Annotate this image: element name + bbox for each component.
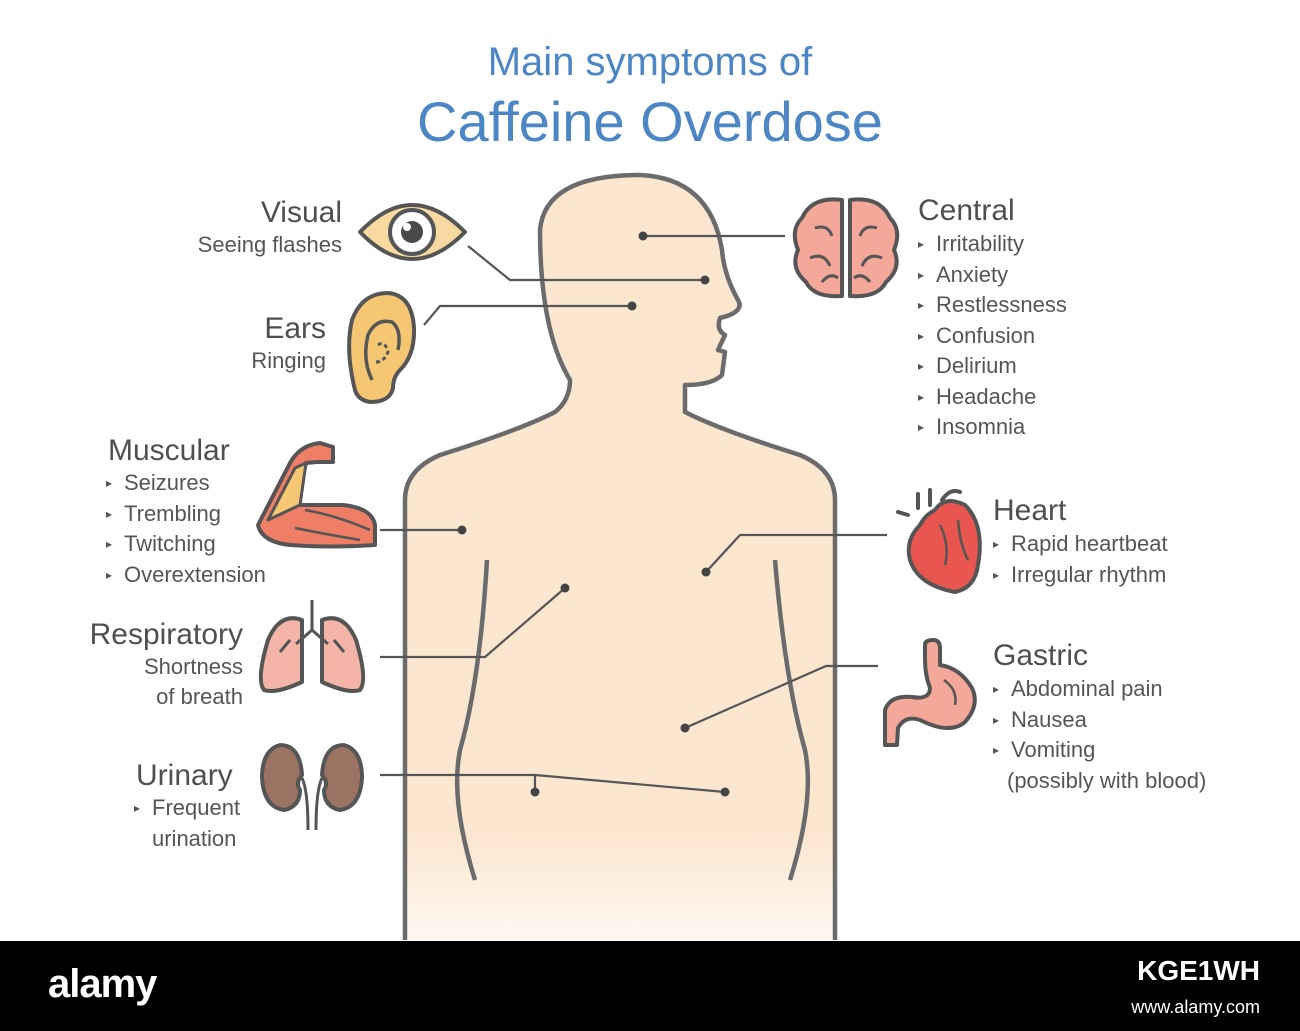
muscular-list: ▸Seizures ▸Trembling ▸Twitching ▸Overext… [106,468,266,590]
silhouette-outline [402,172,838,940]
lungs-icon [258,600,366,693]
ear-icon [347,291,417,404]
list-item: ▸Confusion [918,322,1036,348]
respiratory-heading: Respiratory [89,618,243,651]
flexed-arm-icon [256,441,377,549]
respiratory-description-1: Shortness [143,654,243,679]
anchor-dots [457,231,730,797]
list-item: ▸Delirium [918,353,1017,378]
urinary-heading: Urinary [136,759,233,792]
list-item: ▸Rapid heartbeat [993,531,1168,556]
image-id: KGE1WH [1137,955,1260,986]
title-line-1: Main symptoms of [487,40,813,84]
list-item: ▸Vomiting [993,737,1096,762]
gastric-list: ▸Abdominal pain ▸Nausea ▸Vomiting (possi… [993,674,1206,796]
list-item: ▸Seizures [106,470,210,495]
gastric-heading: Gastric [993,639,1089,672]
list-item: ▸Anxiety [918,261,1009,287]
heart-heading: Heart [993,494,1067,527]
list-item: ▸Irritability [918,231,1025,256]
heart-list: ▸Rapid heartbeat ▸Irregular rhythm [993,529,1168,590]
ears-description: Ringing [251,348,326,373]
kidneys-icon [260,743,364,831]
list-item: ▸Overextension [106,561,266,587]
list-item: ▸Headache [918,383,1037,409]
left-arm-line [454,559,490,881]
list-item: (possibly with blood) [1007,767,1207,793]
list-item: ▸Abdominal pain [993,676,1163,701]
list-item: ▸Twitching [106,531,216,556]
eye-icon [358,203,467,261]
list-item: ▸Irregular rhythm [993,561,1167,587]
list-item: ▸Insomnia [918,414,1026,439]
right-arm-line [772,559,811,881]
list-item: ▸Nausea [993,706,1087,732]
connector-lines [380,234,887,794]
list-item: ▸Trembling [106,500,221,526]
brand-logo: alamy [48,962,157,1006]
stomach-icon [883,638,977,747]
footer-url: www.alamy.com [1131,997,1260,1017]
footer-bar [0,941,1300,1031]
heart-icon [896,488,982,594]
muscular-heading: Muscular [108,434,230,467]
list-item: urination [152,825,237,851]
brain-icon [792,197,900,299]
urinary-list: ▸Frequent urination [134,793,240,854]
human-silhouette [405,175,835,940]
ears-heading: Ears [264,312,326,345]
list-item: ▸Frequent [134,795,241,820]
respiratory-description-2: of breath [156,684,243,709]
visual-description: Seeing flashes [197,232,342,257]
title-line-2: Caffeine Overdose [417,90,883,153]
central-heading: Central [918,194,1015,227]
central-list: ▸Irritability ▸Anxiety ▸Restlessness ▸Co… [918,229,1067,443]
visual-heading: Visual [260,196,342,229]
list-item: ▸Restlessness [918,292,1067,317]
